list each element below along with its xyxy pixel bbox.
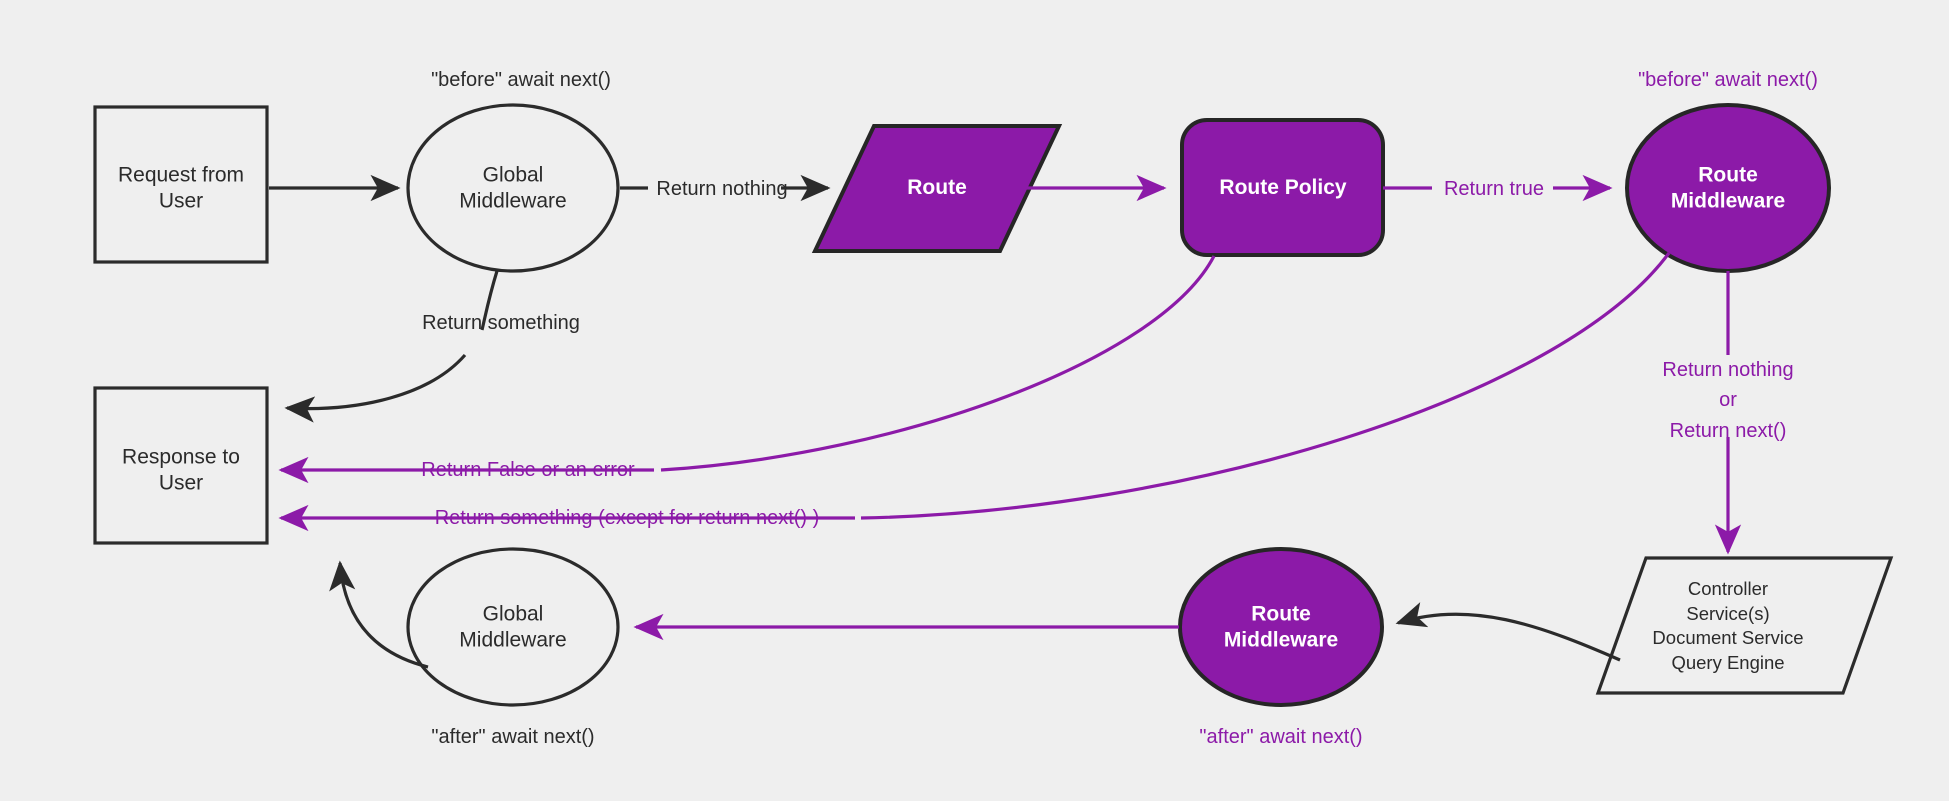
edge-global-return-something-upper [480, 270, 499, 331]
node-route-policy [1180, 118, 1385, 257]
node-request-from-user [93, 105, 269, 264]
node-controller-services [1595, 556, 1894, 695]
edge-policy-return-false-curve [660, 255, 1216, 472]
node-route [811, 124, 1063, 253]
node-global-middleware-after [406, 547, 620, 707]
node-route-middleware-before [1625, 103, 1831, 273]
node-global-middleware-before [406, 103, 620, 273]
edge-rmw-return-something-curve [860, 252, 1671, 520]
node-route-middleware-after [1178, 547, 1384, 707]
edge-controller-to-route-middleware-after [1395, 602, 1621, 662]
node-response-to-user [93, 386, 269, 545]
edge-global-return-something-to-response [284, 353, 467, 423]
edge-global-after-to-response [329, 560, 429, 669]
